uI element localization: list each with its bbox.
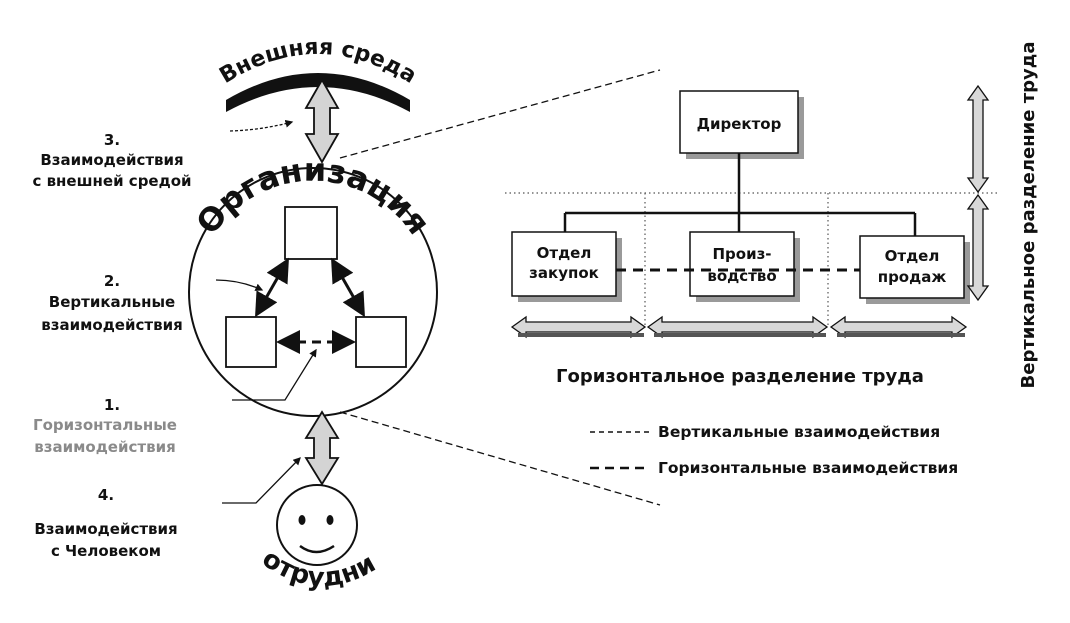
external-environment-arc: [226, 73, 410, 112]
horizontal-division-arrows: [510, 315, 968, 339]
vertical-arrow-right: [331, 257, 365, 318]
employee-smiley-icon: [276, 484, 358, 566]
svg-text:с Человеком: с Человеком: [51, 542, 161, 560]
svg-text:Взаимодействия: Взаимодействия: [40, 151, 183, 169]
inner-box-right: [355, 316, 407, 368]
label-horizontal-interactions: 1. Горизонтальные взаимодействия: [33, 396, 177, 456]
horizontal-division-label: Горизонтальное разделение труда: [556, 366, 924, 387]
pointer-human: [222, 457, 301, 504]
vertical-arrow-left: [255, 257, 289, 318]
sales-box: Отдел продаж: [859, 235, 970, 304]
inner-box-left: [225, 316, 277, 368]
legend-horizontal-text: Горизонтальные взаимодействия: [658, 459, 958, 477]
label-vertical-interactions: 2. Вертикальные взаимодействия: [41, 272, 182, 334]
vertical-division-label: Вертикальное разделение труда: [1018, 42, 1039, 389]
svg-text:2.: 2.: [104, 272, 120, 290]
purchasing-box: Отдел закупок: [511, 231, 622, 302]
svg-text:Вертикальные: Вертикальные: [49, 293, 175, 311]
org-employee-double-arrow: [304, 410, 340, 486]
svg-text:взаимодействия: взаимодействия: [41, 316, 182, 334]
svg-text:Отдел: Отдел: [885, 247, 940, 265]
pointer-vertical: [215, 279, 264, 291]
svg-text:с внешней средой: с внешней средой: [32, 172, 191, 190]
pointer-horizontal: [232, 348, 317, 401]
svg-text:взаимодействия: взаимодействия: [34, 438, 175, 456]
production-box: Произ- водство: [689, 231, 800, 302]
director-box: Директор: [679, 90, 804, 159]
svg-text:Произ-: Произ-: [712, 245, 771, 263]
svg-text:1.: 1.: [104, 396, 120, 414]
pointer-external: [229, 119, 294, 132]
svg-text:продаж: продаж: [878, 268, 947, 286]
env-org-double-arrow: [304, 78, 340, 164]
svg-text:Взаимодействия: Взаимодействия: [34, 520, 177, 538]
horizontal-arrow-shadows: [518, 333, 965, 337]
svg-text:закупок: закупок: [529, 264, 599, 282]
label-external-interactions: 3. Взаимодействия с внешней средой: [32, 131, 191, 190]
zoom-line-bottom: [339, 411, 661, 506]
label-human-interactions: 4. Взаимодействия с Человеком: [34, 486, 177, 560]
legend-vertical-text: Вертикальные взаимодействия: [658, 423, 940, 441]
svg-text:Отдел: Отдел: [537, 244, 592, 262]
svg-text:Горизонтальные: Горизонтальные: [33, 416, 177, 434]
svg-text:4.: 4.: [98, 486, 114, 504]
vertical-division-arrows: [966, 84, 990, 302]
inner-box-top: [284, 206, 338, 260]
zoom-line-top: [339, 69, 661, 159]
svg-text:Директор: Директор: [697, 115, 782, 133]
svg-text:3.: 3.: [104, 131, 120, 149]
